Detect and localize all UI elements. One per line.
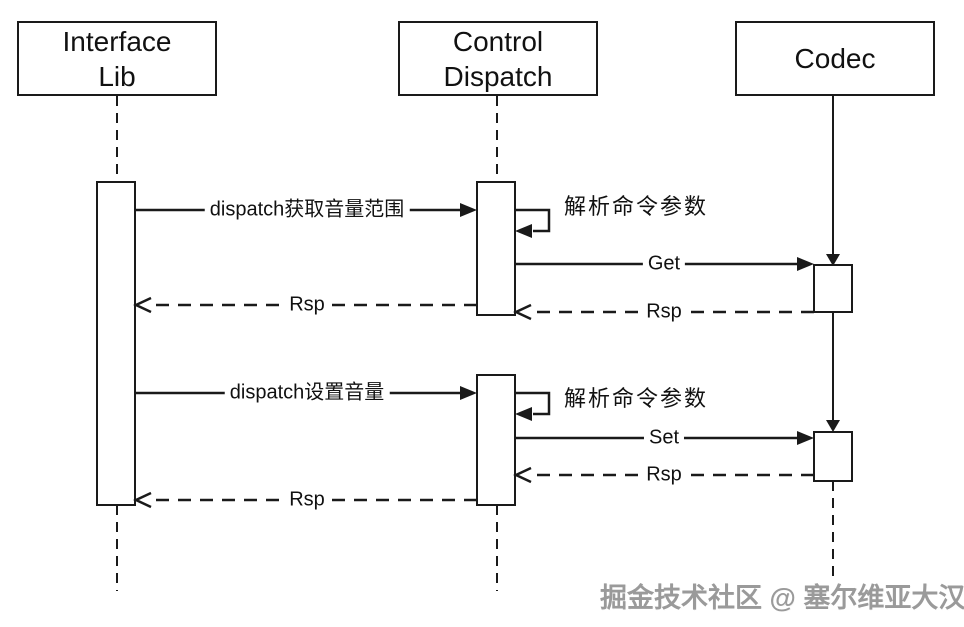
message-label-rsp-codec-1: Rsp xyxy=(641,300,687,324)
actor-box-codec: Codec xyxy=(735,21,935,96)
actor-box-control-dispatch: Control Dispatch xyxy=(398,21,598,96)
open-arrowhead-rsp-lib-1 xyxy=(133,296,152,314)
actor-label-control: Control xyxy=(452,25,544,57)
arrowhead-dispatch-set-volume xyxy=(460,386,477,400)
message-label-dispatch-set-volume: dispatch设置音量 xyxy=(224,381,390,405)
message-label-rsp-lib-1: Rsp xyxy=(284,293,330,317)
actor-label-lib: Lib xyxy=(98,60,136,92)
actor-label-codec: Codec xyxy=(794,43,876,74)
codec-lifeline-down-arrowhead-1 xyxy=(826,254,840,266)
message-label-parse-params-2: 解析命令参数 xyxy=(563,386,709,411)
open-arrowhead-rsp-codec-1 xyxy=(513,303,532,321)
self-message-loop-parse-params-1 xyxy=(515,208,551,233)
activation-bar-interface-lib xyxy=(96,181,136,506)
arrowhead-set xyxy=(797,431,814,445)
codec-lifeline-down-arrowhead-2 xyxy=(826,420,840,432)
activation-bar-control-dispatch-2 xyxy=(476,374,516,506)
watermark-text: 掘金技术社区 @ 塞尔维亚大汉 xyxy=(600,583,964,613)
actor-label-interface: Interface xyxy=(62,25,172,57)
message-label-dispatch-get-volume-range: dispatch获取音量范围 xyxy=(204,198,410,222)
arrowhead-parse-params-1 xyxy=(515,224,532,238)
activation-bar-control-dispatch-1 xyxy=(476,181,516,316)
message-label-rsp-codec-2: Rsp xyxy=(641,463,687,487)
arrowhead-get xyxy=(797,257,814,271)
message-label-get: Get xyxy=(642,252,686,276)
actor-box-interface-lib: Interface Lib xyxy=(17,21,217,96)
self-message-loop-parse-params-2 xyxy=(515,391,551,416)
arrowhead-parse-params-2 xyxy=(515,407,532,421)
message-label-set: Set xyxy=(643,426,685,450)
activation-bar-codec-1 xyxy=(813,264,853,313)
actor-label-dispatch: Dispatch xyxy=(443,60,553,92)
open-arrowhead-rsp-lib-2 xyxy=(133,491,152,509)
arrowhead-dispatch-get-volume-range xyxy=(460,203,477,217)
message-label-rsp-lib-2: Rsp xyxy=(284,488,330,512)
activation-bar-codec-2 xyxy=(813,431,853,482)
message-label-parse-params-1: 解析命令参数 xyxy=(563,194,709,219)
open-arrowhead-rsp-codec-2 xyxy=(513,466,532,484)
